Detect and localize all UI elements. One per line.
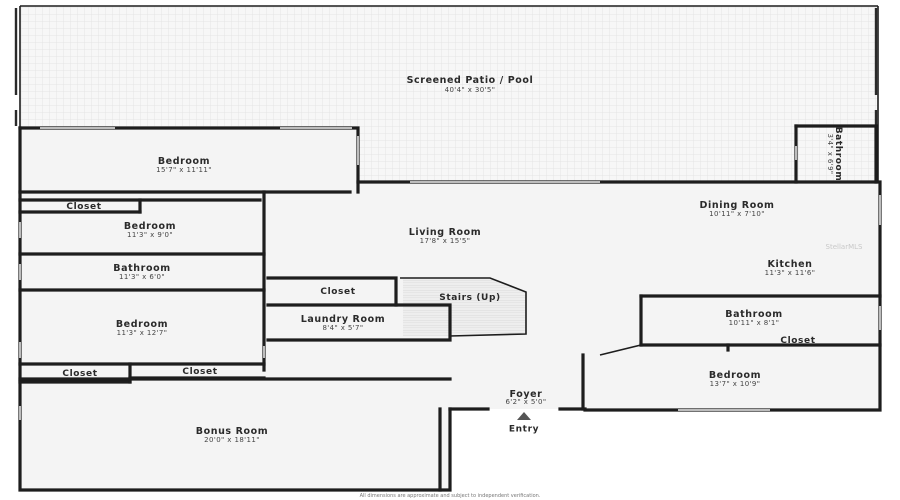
closet-right-label: Closet (780, 336, 815, 346)
dining-room-name: Dining Room (700, 200, 775, 211)
closet-low-a-label: Closet (62, 369, 97, 379)
bathroom-right-dimensions: 10'11" x 8'1" (729, 319, 780, 327)
dining-room-dimensions: 10'11" x 7'10" (709, 210, 765, 218)
bonus-room-dimensions: 20'0" x 18'11" (204, 436, 260, 444)
disclaimer-text: All dimensions are approximate and subje… (360, 493, 541, 499)
kitchen-dimensions: 11'3" x 11'6" (765, 269, 816, 277)
bedroom-right-dimensions: 13'7" x 10'9" (710, 380, 761, 388)
bathroom-right-name: Bathroom (725, 309, 782, 320)
laundry-room-dimensions: 8'4" x 5'7" (322, 324, 363, 332)
patio-dimensions: 40'4" x 30'5" (445, 86, 496, 94)
entry-label: Entry (509, 425, 539, 435)
patio-name: Screened Patio / Pool (407, 75, 534, 86)
foyer-name: Foyer (510, 389, 543, 400)
bedroom-top-dimensions: 15'7" x 11'11" (156, 166, 212, 174)
stairs-hatch (403, 278, 450, 336)
watermark: StellarMLS (826, 243, 863, 251)
bedroom-2-name: Bedroom (124, 221, 176, 232)
living-room-name: Living Room (409, 227, 482, 238)
bedroom-3-name: Bedroom (116, 319, 168, 330)
stairs-label: Stairs (Up) (439, 293, 500, 303)
bonus-room-name: Bonus Room (196, 426, 269, 437)
kitchen-name: Kitchen (768, 259, 813, 270)
bathroom-left-name: Bathroom (113, 263, 170, 274)
closet-left-label: Closet (66, 202, 101, 212)
entry-arrow-icon (517, 412, 531, 420)
foyer-dimensions: 6'2" x 5'0" (505, 398, 546, 406)
entry-marker: Entry (509, 412, 539, 435)
bedroom-right-name: Bedroom (709, 370, 761, 381)
closet-center-label: Closet (320, 287, 355, 297)
bathroom-vertical-name: Bathroom (833, 127, 843, 182)
bedroom-top-name: Bedroom (158, 156, 210, 167)
bathroom-left-dimensions: 11'3" x 6'0" (119, 273, 165, 281)
windows (19, 127, 881, 420)
room-labels: Screened Patio / Pool 40'4" x 30'5" Bedr… (62, 75, 843, 444)
closet-low-b-label: Closet (182, 367, 217, 377)
bathroom-vertical-dimensions: 3'4" x 6'9" (826, 133, 834, 174)
living-room-dimensions: 17'8" x 15'5" (420, 237, 471, 245)
bedroom-3-dimensions: 11'3" x 12'7" (117, 329, 168, 337)
laundry-room-name: Laundry Room (301, 314, 385, 325)
bedroom-2-dimensions: 11'3" x 9'0" (127, 231, 173, 239)
